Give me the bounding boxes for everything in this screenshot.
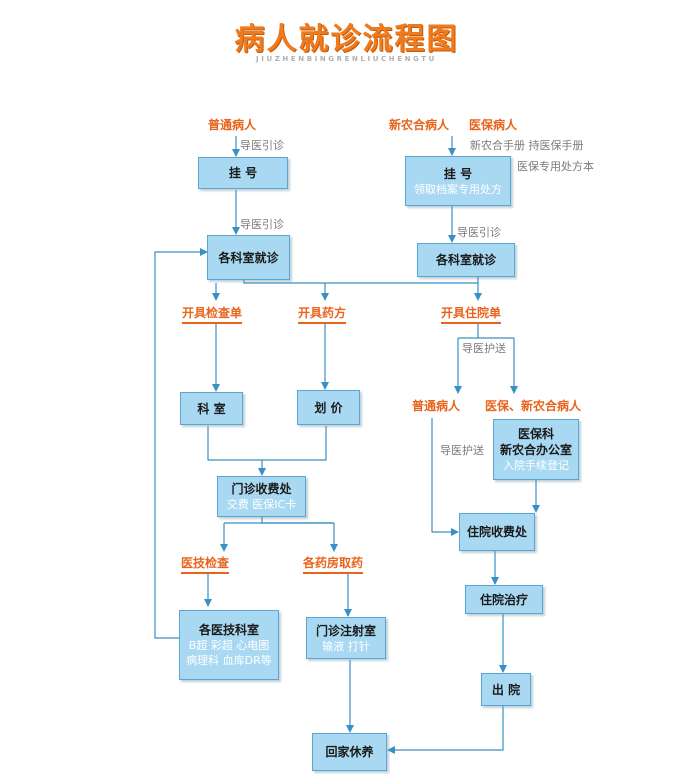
insurance-office-box: 医保科 新农合办公室 入院手续登记 <box>493 419 579 480</box>
prescription-label: 开具药方 <box>298 306 347 324</box>
exam-order-label: 开具检查单 <box>182 306 243 324</box>
inpatient-general-label: 普通病人 <box>412 399 461 413</box>
tech-rooms-box: 各医技科室 B超 彩超 心电图 病理科 血库DR等 <box>179 610 279 680</box>
register-box-left: 挂 号 <box>198 157 288 189</box>
inpatient-cashier-box: 住院收费处 <box>459 513 535 551</box>
admission-label: 开具住院单 <box>441 306 502 324</box>
prescription-note: 医保专用处方本 <box>517 160 594 173</box>
handbook-note: 新农合手册 持医保手册 <box>470 139 584 152</box>
insured-patient-label: 医保病人 <box>469 118 518 132</box>
pricing-box: 划 价 <box>297 390 360 425</box>
escort-note-1: 导医护送 <box>462 342 506 355</box>
guide-note-1: 导医引诊 <box>240 139 284 152</box>
register-box-right: 挂 号 领取档案专用处方 <box>405 156 511 206</box>
dept-box-left: 各科室就诊 <box>207 235 290 280</box>
ncms-patient-label: 新农合病人 <box>389 118 450 132</box>
injection-room-box: 门诊注射室 输液 打针 <box>306 617 386 659</box>
general-patient-label: 普通病人 <box>208 118 257 132</box>
escort-note-2: 导医护送 <box>440 444 484 457</box>
discharge-box: 出 院 <box>481 673 531 706</box>
guide-note-right: 导医引诊 <box>457 226 501 239</box>
guide-note-2: 导医引诊 <box>240 218 284 231</box>
pharmacy-label: 各药房取药 <box>303 556 364 574</box>
dept-room-box: 科 室 <box>180 392 243 425</box>
tech-exam-label: 医技检查 <box>181 556 230 574</box>
outpatient-cashier-box: 门诊收费处 交费 医保IC卡 <box>217 476 306 517</box>
inpatient-treatment-box: 住院治疗 <box>465 585 543 614</box>
page-title: 病人就诊流程图 <box>234 22 459 57</box>
inpatient-insured-label: 医保、新农合病人 <box>485 399 582 413</box>
dept-box-right: 各科室就诊 <box>417 243 515 277</box>
go-home-box: 回家休养 <box>312 733 387 771</box>
page-subtitle: JIUZHENBINGRENLIUCHENGTU <box>256 55 437 63</box>
